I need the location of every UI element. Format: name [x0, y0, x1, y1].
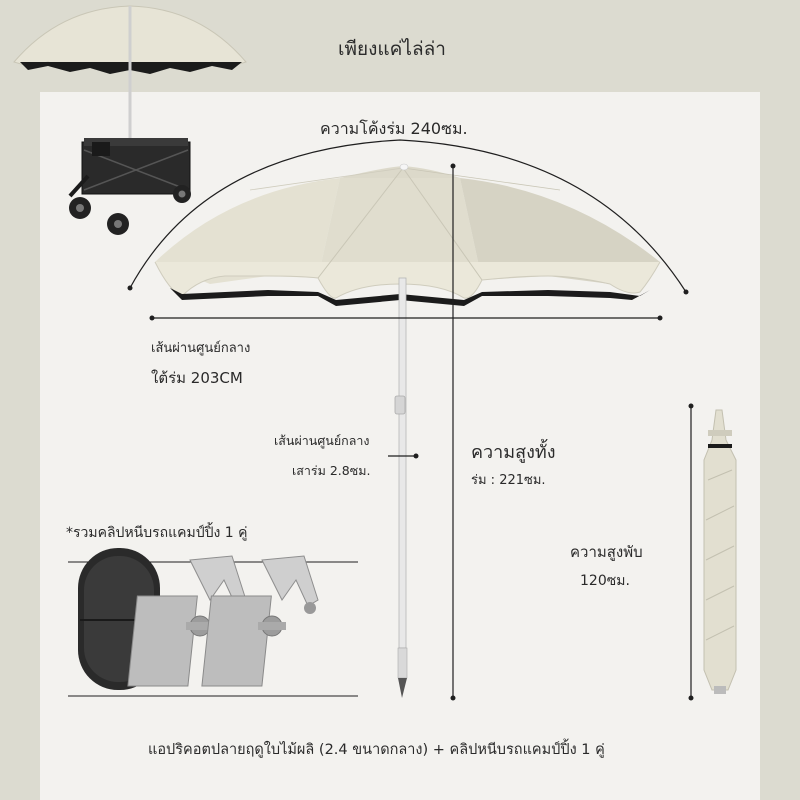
wagon-umbrella-illustration	[13, 5, 247, 235]
clamp-clip-icon	[201, 555, 319, 687]
camping-wagon-icon	[68, 138, 191, 235]
folded-height-value: 120ซม.	[580, 573, 630, 589]
included-clips-note: *รวมคลิปหนีบรถแคมป์ปิ้ง 1 คู่	[66, 525, 248, 541]
page-title: เพียงแค่ไล่ล่า	[338, 38, 446, 60]
accessories-illustration	[68, 548, 358, 697]
canopy-diameter-value: ใต้ร่ม 203CM	[151, 369, 243, 387]
folded-height-label: ความสูงพับ	[570, 543, 643, 561]
total-height-value: ร่ม : 221ซม.	[471, 473, 546, 488]
total-height-label: ความสูงทั้ง	[471, 442, 556, 463]
main-umbrella-illustration	[127, 139, 689, 701]
product-caption: แอปริคอตปลายฤดูใบไม้ผลิ (2.4 ขนาดกลาง) +…	[148, 742, 605, 758]
pole-diameter-value: เสาร่ม 2.8ซม.	[292, 463, 371, 478]
folded-umbrella-illustration	[688, 403, 737, 701]
canopy-curve-label: ความโค้งร่ม 240ซม.	[320, 119, 468, 138]
pole-diameter-label: เส้นผ่านศูนย์กลาง	[274, 433, 370, 448]
canopy-diameter-label: เส้นผ่านศูนย์กลาง	[151, 341, 251, 356]
